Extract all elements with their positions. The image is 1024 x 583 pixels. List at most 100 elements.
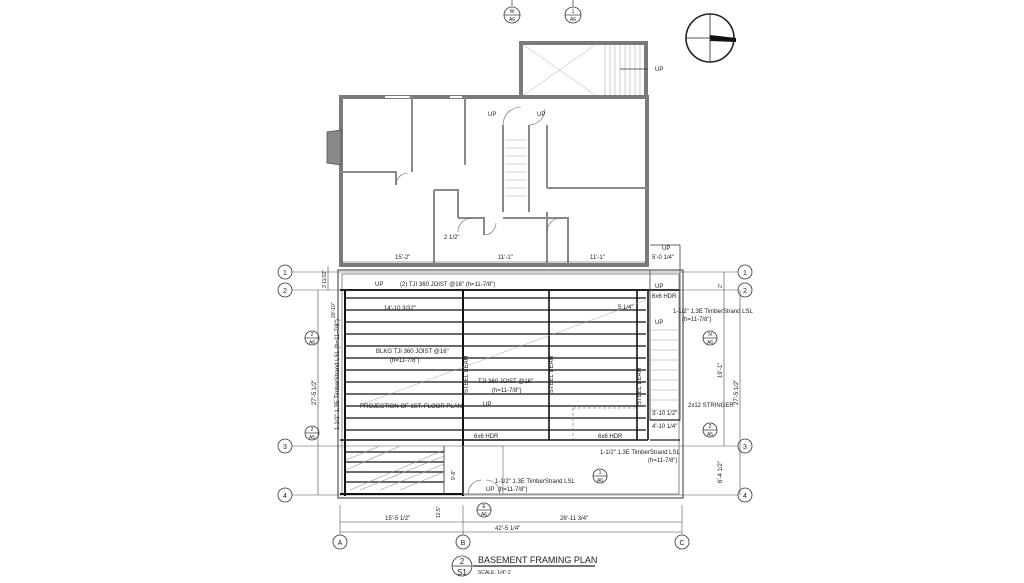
svg-text:A6: A6 [481,512,487,518]
joist-note-mid-height: (h=11-7/8") [492,388,522,394]
svg-text:11'-1": 11'-1" [590,255,605,261]
section-marker-label: W [510,9,515,15]
svg-text:4: 4 [743,493,747,500]
svg-text:15'-2": 15'-2" [395,255,410,261]
joist-note-mid: TJI 360 JOIST @16" [478,379,533,385]
grid-col-c: C [674,505,690,550]
detail-number: 2 [460,557,465,566]
up-label: UP [488,112,496,118]
section-marker-e[interactable]: E A6 [476,502,492,518]
section-marker-2-a5-right[interactable]: 2 A5 [702,422,718,438]
section-marker-2-a5-left[interactable]: 2 A5 [304,425,320,441]
svg-text:11'-1": 11'-1" [498,255,513,261]
svg-text:3: 3 [283,444,287,451]
svg-text:2": 2" [718,283,724,288]
up-label: UP [375,282,383,288]
up-label: UP [655,284,663,290]
lsl-note-height: (h=11-7/8") [498,487,528,493]
svg-text:E: E [482,504,486,510]
svg-text:4: 4 [283,493,287,500]
svg-text:19'-1": 19'-1" [718,363,724,378]
svg-text:1: 1 [743,270,747,277]
grid-row-1: 1 1 [277,264,753,280]
svg-text:B: B [461,540,466,547]
svg-text:2: 2 [311,427,314,433]
svg-text:1: 1 [283,270,287,277]
svg-text:2: 2 [743,288,747,295]
dimension-string-upper: 15'-2" 11'-1" 11'-1" 5'-0 1/4" [341,255,674,263]
svg-text:15'-5 1/2": 15'-5 1/2" [385,516,410,522]
lsl-label-vertical: 1-1/2" 1.3E TimberStrand LSL (h=11-7/8") [335,319,341,430]
steel-beam-label: STEEL BEAM [637,368,643,405]
dim-text: 3'-10 1/2" [652,411,677,417]
svg-text:A: A [338,540,343,547]
svg-text:6'-4 1/2": 6'-4 1/2" [718,461,724,483]
steel-beam-label: STEEL BEAM [464,356,470,393]
dim-text: 14'-10 3/32" [384,306,416,312]
grid-col-a: A [332,505,348,550]
blocking-note-height: (h=11-7/8") [390,358,420,364]
lsl-note: 1-1/2" 1.3E TimberStrand LSL [495,479,576,485]
section-marker-1[interactable]: 1 A6 [564,0,582,24]
up-label: UP [655,320,663,326]
section-marker-n[interactable]: N A6 [702,330,718,346]
section-marker-sheet: A6 [570,17,576,23]
drawing-scale: SCALE: 1/4"-1' [478,570,511,576]
steel-beam-label: STEEL BEAM [549,356,555,393]
section-marker-label: 1 [572,9,575,15]
grid-col-b: B [455,505,471,550]
dim-text: 4'-10 1/4" [652,424,677,430]
svg-text:A6: A6 [707,340,713,346]
svg-text:A5: A5 [707,432,713,438]
title-block: 2 S1 BASEMENT FRAMING PLAN SCALE: 1/4"-1… [451,555,597,577]
dimension-right: 19'-1" 27'-5 1/2" 6'-4 1/2" 2" [718,272,741,495]
up-label: UP [483,402,491,408]
header-label: 6x6 HDR [598,434,623,440]
svg-text:1: 1 [599,470,602,476]
dimension-bottom: 15'-5 1/2" 26'-11 3/4" 42'-5 1/4" [340,516,682,533]
section-marker-2-left[interactable]: 2 A6 [304,330,320,346]
grid-row-3: 3 3 [277,438,753,454]
lsl-note-height: (h=11-7/8") [682,317,712,323]
blocking-note: BLKG TJI 360 JOIST @16" [376,349,449,355]
drawing-title: BASEMENT FRAMING PLAN [478,555,597,565]
projection-note: PROJECTION OF 1ST. FLOOR PLAN [360,404,462,410]
svg-text:5'-0 1/4": 5'-0 1/4" [652,255,674,261]
svg-text:2: 2 [283,288,287,295]
dim-text: 5 1/4" [618,305,633,311]
section-marker-1-a6[interactable]: 1 A6 [592,468,608,484]
svg-text:2: 2 [709,424,712,430]
svg-text:42'-5 1/4": 42'-5 1/4" [495,526,520,532]
header-label: 6x6 HDR [652,294,677,300]
svg-text:2: 2 [311,332,314,338]
first-floor-outline [326,41,649,267]
lsl-note-height: (h=11-7/8") [648,458,678,464]
section-marker-sheet: A6 [509,17,515,23]
north-arrow-icon [685,13,736,63]
joist-note: (2) TJI 360 JOIST @16" (h=11-7/8") [400,282,495,288]
svg-text:26'-11 3/4": 26'-11 3/4" [560,516,588,522]
svg-text:20'-10": 20'-10" [331,302,337,318]
sheet-number: S1 [457,568,467,577]
dim-text: 2 1/2" [444,235,459,241]
basement-framing [337,244,684,499]
up-label: UP [662,246,670,252]
svg-text:N: N [708,332,712,338]
svg-text:A6: A6 [597,478,603,484]
up-label: UP [655,67,663,73]
svg-text:A5: A5 [309,435,315,441]
svg-text:3 11/32": 3 11/32" [322,270,328,288]
svg-text:A6: A6 [309,340,315,346]
stringer-note: 2x12 STRINGER [688,403,734,409]
lsl-note: 1-1/2" 1.3E TimberStrand LSL [673,309,754,315]
up-label: UP [537,112,545,118]
svg-text:3: 3 [743,444,747,451]
svg-text:C: C [679,540,684,547]
svg-text:27'-5 1/2": 27'-5 1/2" [734,380,740,405]
lsl-note: 1-1/2" 1.3E TimberStrand LSL [600,450,681,456]
svg-text:27'-5 1/2": 27'-5 1/2" [312,380,318,405]
svg-text:9'-8": 9'-8" [451,470,457,480]
svg-text:12.5": 12.5" [436,506,442,518]
section-marker-w[interactable]: W A6 [503,0,521,24]
